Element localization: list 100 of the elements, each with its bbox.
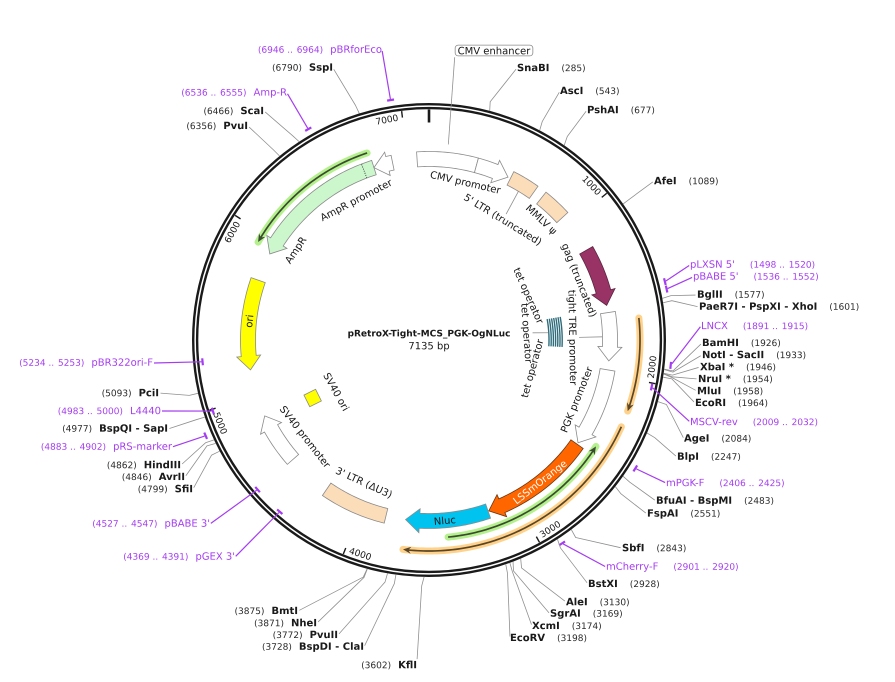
enzyme-name: SspI [310, 63, 332, 73]
cut-position: (1601) [830, 302, 858, 311]
feature-block [506, 171, 539, 199]
enzyme-name: NruI * [698, 374, 731, 382]
enzyme-name: MluI [698, 386, 720, 394]
enzyme-name: SfiI [175, 484, 192, 492]
leader-line [662, 300, 698, 308]
enzyme-name: EcoRI [696, 398, 726, 406]
primer-name: pBABE 5' [694, 272, 738, 282]
primer-name: pRS-marker [114, 442, 172, 452]
leader-line [662, 294, 696, 299]
leader-line [489, 68, 516, 112]
feature-label: Nluc [434, 516, 456, 525]
enzyme-name: KflI [399, 660, 416, 668]
primer-name: MSCV-rev [691, 418, 738, 426]
primer-mark [669, 362, 672, 369]
leader-line [505, 564, 510, 637]
cut-position: (2928) [630, 580, 659, 588]
primer-mark [276, 508, 284, 515]
primer-position: (5234 .. 5253) [20, 358, 84, 367]
leader-line [162, 410, 212, 412]
leader-line [664, 355, 702, 373]
leader-line [172, 436, 205, 448]
cut-position: (6466) [204, 107, 233, 116]
primer-name: mPGK-F [666, 478, 704, 486]
tick-label: 5000 [214, 412, 227, 434]
enzyme-name: BmtI [272, 606, 298, 614]
leader-line [663, 373, 696, 391]
enzyme-name: PshAI [588, 106, 618, 114]
leader-line [506, 190, 519, 214]
cut-position: (1964) [738, 399, 768, 408]
leader-line [169, 416, 206, 429]
enzyme-name: AfeI [654, 176, 676, 184]
cut-position: (5093) [102, 389, 131, 398]
leader-line [662, 376, 694, 402]
tick-label: 2000 [647, 356, 656, 378]
cut-position: (3728) [262, 642, 292, 651]
leader-line [248, 126, 280, 156]
primer-mark [203, 432, 208, 440]
enzyme-name: AvrII [158, 472, 184, 480]
leader-line [614, 486, 646, 514]
leader-line [664, 344, 702, 372]
leader-line [333, 68, 360, 114]
cut-position: (3871) [254, 619, 284, 628]
feature-label: CMV enhancer [454, 44, 534, 56]
feature-label: CMV promoter [430, 171, 501, 194]
operator-bar [553, 318, 556, 347]
leader-line [539, 92, 560, 131]
leader-line [160, 392, 198, 396]
leader-line [416, 576, 424, 660]
cut-position: (2551) [691, 510, 720, 518]
enzyme-name: XcmI [532, 622, 559, 630]
leader-line [532, 332, 548, 334]
cut-position: (3174) [572, 622, 601, 630]
cut-position: (1958) [734, 387, 762, 396]
cut-position: (3198) [558, 634, 586, 642]
leader-line [287, 94, 308, 128]
operator-bar [546, 319, 550, 346]
primer-name: LNCX [702, 322, 728, 330]
cut-position: (1577) [735, 290, 764, 299]
primer-position: (2901 .. 2920) [674, 562, 738, 571]
enzyme-name: PvuI [224, 122, 248, 130]
leader-line [235, 512, 280, 557]
primer-name: L4440 [130, 406, 160, 414]
enzyme-name: AleI [566, 598, 587, 606]
operator-bar [557, 317, 561, 347]
leader-line [557, 538, 588, 584]
leader-line [671, 326, 701, 364]
cut-position: (3772) [273, 631, 302, 640]
plasmid-name: pRetroX-Tight-MCS_PGK-OgNLuc [348, 330, 510, 338]
primer-mark [210, 407, 216, 415]
enzyme-name: ScaI [241, 106, 264, 114]
cut-position: (285) [562, 64, 585, 72]
enzyme-name: PaeR7I - PspXI - XhoI [700, 302, 816, 312]
primer-position: (1536 .. 1552) [754, 272, 818, 281]
primer-mark [662, 278, 667, 286]
cut-position: (3602) [362, 661, 390, 670]
cut-position: (1926) [752, 339, 780, 348]
cut-position: (543) [596, 87, 619, 96]
leader-line [448, 56, 456, 145]
enzyme-name: BstXI [588, 580, 617, 588]
leader-line [570, 529, 621, 548]
cut-position: (2483) [744, 496, 774, 505]
leader-line [578, 336, 603, 338]
cut-position: (4846) [122, 473, 151, 482]
cut-position: (6790) [272, 64, 302, 72]
primer-name: pLXSN 5' [690, 260, 734, 270]
cut-position: (6356) [187, 122, 216, 130]
enzyme-name: HindIII [144, 460, 180, 468]
primer-name: pBABE 3' [165, 519, 210, 529]
primer-mark [650, 383, 654, 391]
leader-line [564, 110, 587, 146]
primer-name: mCherry-F [606, 562, 658, 572]
enzyme-name: AgeI [684, 434, 708, 444]
leader-line [666, 265, 690, 282]
enzyme-name: PvuII [310, 630, 338, 638]
primer-position: (4983 .. 5000) [58, 407, 122, 416]
cut-position: (2247) [712, 452, 740, 461]
enzyme-name: BspQI - SapI [100, 424, 168, 434]
leader-line [382, 50, 391, 100]
